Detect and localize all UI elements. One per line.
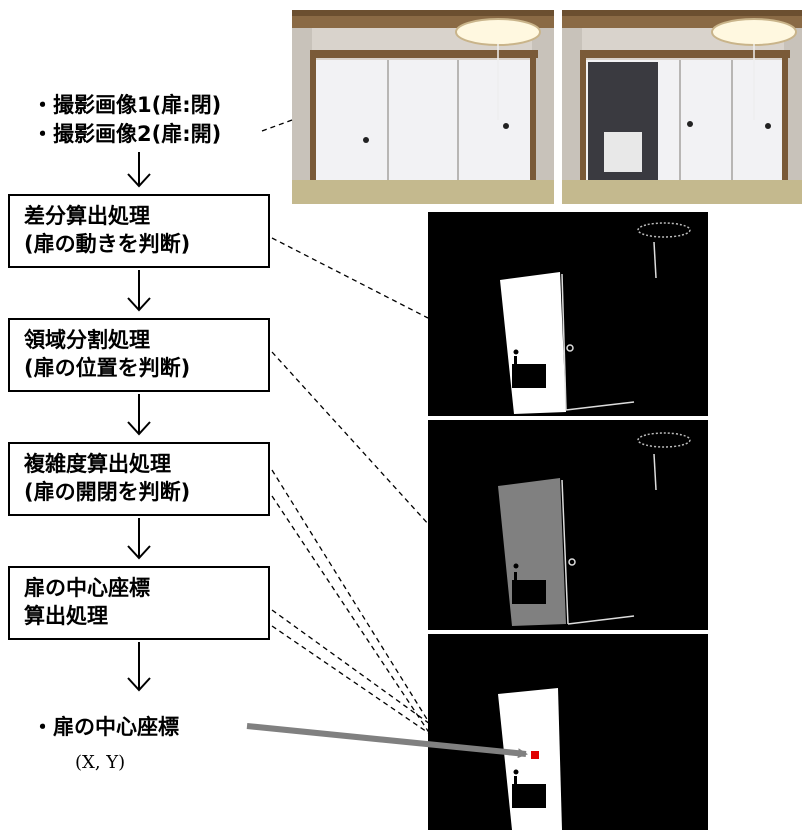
center-marker (531, 751, 539, 759)
output-label: ・扉の中心座標 (32, 715, 179, 739)
step-segmentation-desc: (扉の位置を判断) (24, 356, 191, 380)
step-complexity: 複雑度算出処理 (扉の開閉を判断) (8, 442, 270, 516)
step-difference-desc: (扉の動きを判断) (24, 232, 191, 256)
step-difference-title: 差分算出処理 (24, 204, 150, 228)
flow-arrow-2 (127, 270, 151, 312)
step-center-coordinate: 扉の中心座標 算出処理 (8, 566, 270, 640)
step-difference: 差分算出処理 (扉の動きを判断) (8, 194, 270, 268)
step-complexity-title: 複雑度算出処理 (24, 452, 171, 476)
flow-arrow-3 (127, 394, 151, 436)
input-image1-label: ・撮影画像1(扉:閉) (32, 93, 222, 117)
dash-center-to-result-b (271, 625, 431, 735)
segmentation-mask-image (428, 420, 708, 630)
output-coordinate: (X, Y) (75, 752, 126, 773)
step-center-desc: 算出処理 (24, 604, 108, 628)
photo-door-closed (292, 10, 554, 204)
flow-arrow-5 (127, 642, 151, 692)
difference-mask-image (428, 212, 708, 416)
step-segmentation-title: 領域分割処理 (24, 328, 150, 352)
flow-arrow-1 (127, 152, 151, 188)
dash-complex-to-result-a (271, 469, 431, 725)
flow-arrow-4 (127, 518, 151, 560)
step-complexity-desc: (扉の開閉を判断) (24, 480, 191, 504)
step-center-title: 扉の中心座標 (24, 576, 150, 600)
output-arrow (246, 723, 528, 759)
dash-complex-to-result-b (271, 495, 431, 735)
dash-input-to-photo (261, 119, 293, 132)
step-segmentation: 領域分割処理 (扉の位置を判断) (8, 318, 270, 392)
center-result-image (428, 634, 708, 830)
dash-center-to-result-a (271, 609, 431, 725)
photo-door-open (562, 10, 802, 204)
dash-seg-to-mask (271, 351, 431, 527)
dash-diff-to-mask (271, 237, 429, 319)
input-image2-label: ・撮影画像2(扉:開) (32, 122, 222, 146)
